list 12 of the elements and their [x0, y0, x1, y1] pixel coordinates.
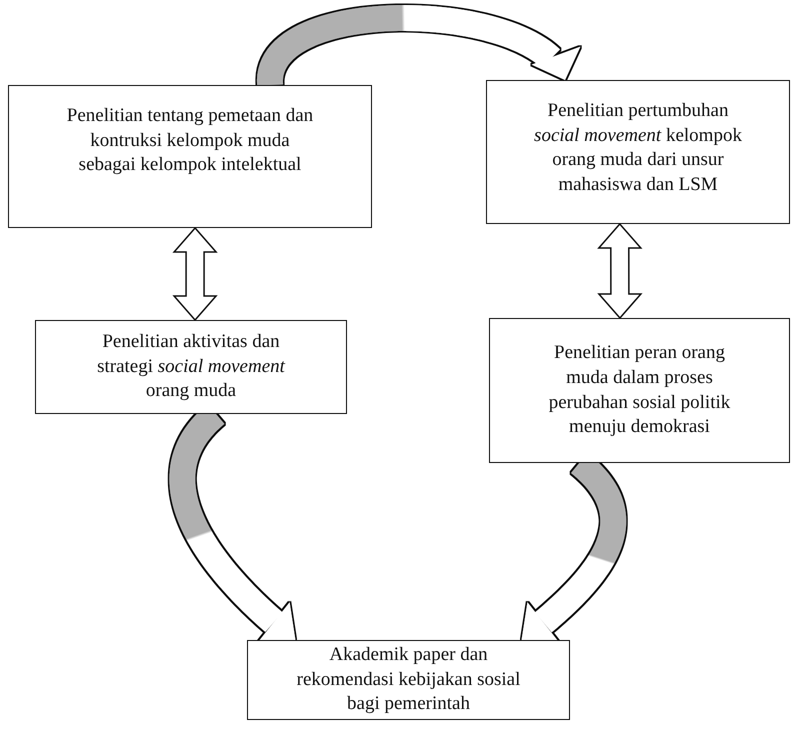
box-text: Penelitian peran orang muda dalam proses perubahan sosial politik menuju demokrasi	[548, 341, 732, 440]
process-box	[486, 80, 790, 224]
box-text: Penelitian aktivitas dan strategi social movement orang muda	[96, 330, 286, 404]
process-box	[35, 320, 347, 414]
process-box	[8, 85, 372, 228]
double-block-arrow	[172, 226, 218, 322]
box-text: Penelitian tentang pemetaan dan kontruksi kelompok muda sebagai kelompok intelektual	[66, 104, 314, 178]
process-box	[489, 318, 790, 463]
box-text: Akademik paper dan rekomendasi kebijakan sosial bagi pemerintah	[296, 642, 522, 716]
double-block-arrow	[597, 222, 643, 320]
box-text: Penelitian pertumbuhan social movement kelompok orang muda dari unsur mahasiswa dan LSM	[533, 99, 743, 198]
process-box	[247, 640, 570, 720]
